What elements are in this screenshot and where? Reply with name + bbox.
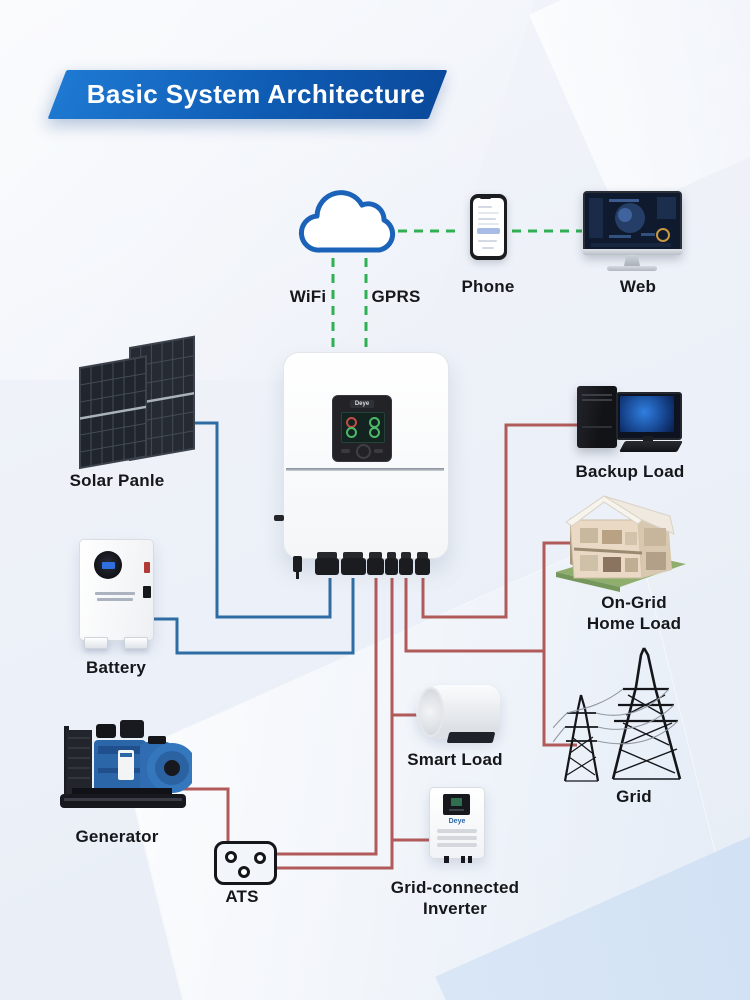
label-gprs: GPRS <box>371 287 421 306</box>
battery-port <box>143 586 151 598</box>
inverter-seam <box>286 468 444 471</box>
label-grid-inverter-line2: Inverter <box>423 899 487 918</box>
inverter-connectors <box>293 552 430 579</box>
pv-inverter-terminal-1 <box>444 856 449 863</box>
wifi-gprs-dashed-lines <box>331 229 582 350</box>
phone-app-button <box>477 228 500 234</box>
house-icon <box>556 495 686 592</box>
hybrid-inverter-icon: Deye <box>274 352 449 559</box>
pv-inverter-terminal-3 <box>468 856 472 863</box>
pv-inverter-brand: Deye <box>448 818 466 825</box>
ac-red-lines <box>168 423 579 870</box>
power-wires <box>553 688 679 745</box>
smartphone-icon <box>470 194 507 260</box>
label-battery: Battery <box>86 658 146 677</box>
inverter-knob <box>356 444 371 459</box>
label-grid-inverter-line1: Grid-connected <box>390 878 520 897</box>
pv-inverter-terminal-2 <box>461 856 465 863</box>
dashboard-screen <box>585 193 680 253</box>
transmission-tower-icon <box>553 647 682 782</box>
inverter-brand-logo: Deye <box>350 400 374 408</box>
label-smart-load: Smart Load <box>407 750 503 769</box>
ats-terminal-3 <box>238 866 250 878</box>
ats-terminal-2 <box>254 852 266 864</box>
cloud-icon <box>299 190 396 253</box>
pc-monitor-icon <box>616 392 682 440</box>
inverter-button-right <box>374 449 383 453</box>
keyboard-icon <box>619 441 683 452</box>
label-home-load-line1: On-Grid <box>601 593 667 612</box>
label-ats: ATS <box>225 887 259 906</box>
heater-end-cap <box>418 687 444 737</box>
label-grid-inverter: Grid-connected Inverter <box>391 877 519 919</box>
label-grid: Grid <box>616 787 652 806</box>
transfer-switch-icon <box>214 841 277 885</box>
pv-inverter-screen <box>443 794 470 815</box>
pv-inverter-icon: Deye <box>429 787 485 863</box>
solar-panel-icon <box>79 335 195 470</box>
battery-icon <box>79 539 154 649</box>
label-solar-panel: Solar Panle <box>69 471 165 490</box>
pc-tower-icon <box>577 386 617 448</box>
label-home-load: On-Grid Home Load <box>587 592 681 634</box>
battery-foot-left <box>84 637 108 649</box>
label-phone: Phone <box>461 277 515 296</box>
ats-terminal-1 <box>225 851 237 863</box>
battery-breaker <box>144 562 150 573</box>
inverter-lcd <box>341 412 385 443</box>
generator-icon <box>60 720 192 808</box>
inverter-screen-panel: Deye <box>332 395 392 462</box>
battery-foot-right <box>124 637 148 649</box>
water-heater-icon <box>416 685 500 743</box>
battery-display <box>94 551 122 579</box>
desktop-monitor-icon <box>583 191 682 255</box>
monitor-stand <box>624 255 640 266</box>
monitor-chin <box>583 249 682 255</box>
monitor-base <box>607 266 657 271</box>
pc-monitor-stand <box>643 436 653 442</box>
heater-control-panel <box>446 732 496 743</box>
label-generator: Generator <box>75 827 159 846</box>
phone-screen <box>473 198 504 256</box>
label-wifi: WiFi <box>289 287 327 306</box>
inverter-antenna <box>274 515 284 521</box>
label-web: Web <box>619 277 657 296</box>
label-backup-load: Backup Load <box>575 462 685 481</box>
inverter-button-left <box>341 449 350 453</box>
label-home-load-line2: Home Load <box>586 614 682 633</box>
phone-notch <box>480 196 491 199</box>
